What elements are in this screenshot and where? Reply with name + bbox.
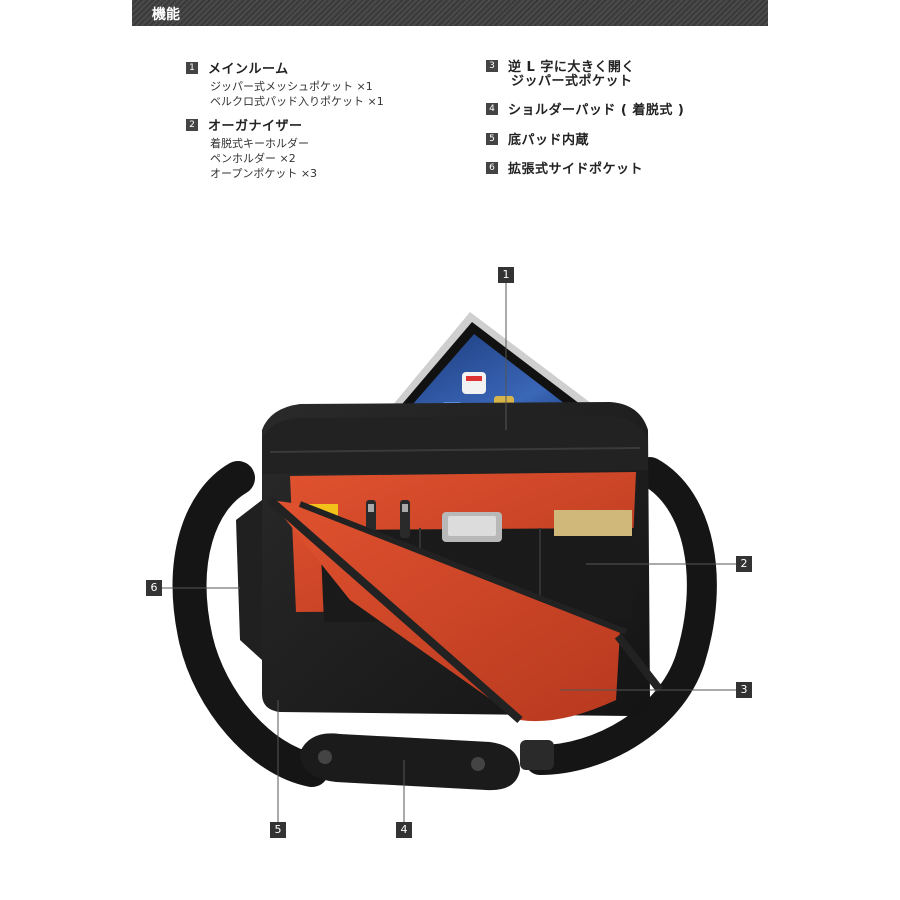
callout-lines	[160, 283, 736, 822]
feature-sub: オープンポケット ×3	[210, 167, 318, 180]
feature-title-line: ジッパー式ポケット	[511, 74, 633, 89]
callout-6: 6	[146, 580, 162, 596]
side-pocket	[236, 500, 262, 660]
feature-title: オーガナイザー	[208, 119, 303, 134]
feature-1: 1 メインルーム ジッパー式メッシュポケット ×1 ベルクロ式パッド入りポケット …	[186, 57, 384, 109]
feature-number: 4	[486, 102, 498, 115]
feature-6: 6 拡張式サイドポケット	[486, 157, 643, 177]
zip-pocket-flap	[270, 500, 620, 722]
callout-2: 2	[736, 556, 752, 572]
feature-sub: ジッパー式メッシュポケット ×1	[210, 80, 373, 93]
section-header-bar: 機能	[132, 0, 768, 26]
feature-title: ショルダーパッド ( 着脱式 )	[508, 103, 685, 118]
feature-4: 4 ショルダーパッド ( 着脱式 )	[486, 98, 684, 118]
feature-2: 2 オーガナイザー 着脱式キーホルダー ペンホルダー ×2 オープンポケット ×3	[186, 114, 317, 181]
feature-sub: ベルクロ式パッド入りポケット ×1	[210, 95, 384, 108]
shoulder-strap-right	[525, 457, 717, 775]
shoulder-strap	[172, 461, 329, 787]
callout-5: 5	[270, 822, 286, 838]
callout-4: 4	[396, 822, 412, 838]
feature-number: 2	[186, 118, 198, 131]
shoulder-pad	[300, 733, 520, 791]
feature-number: 1	[186, 61, 198, 74]
section-title: 機能	[152, 7, 180, 23]
feature-sub: 着脱式キーホルダー	[210, 137, 309, 150]
feature-3: 3 逆 L 字に大きく開く ジッパー式ポケット	[486, 55, 635, 88]
feature-number: 6	[486, 161, 498, 174]
feature-number: 5	[486, 132, 498, 145]
feature-number: 3	[486, 59, 498, 72]
feature-sub: ペンホルダー ×2	[210, 152, 296, 165]
callout-3: 3	[736, 682, 752, 698]
feature-title: メインルーム	[208, 62, 289, 77]
callout-1: 1	[498, 267, 514, 283]
feature-title: 底パッド内蔵	[508, 133, 590, 148]
feature-title: 拡張式サイドポケット	[508, 162, 644, 177]
feature-title-line: 逆 L 字に大きく開く	[508, 60, 635, 75]
feature-5: 5 底パッド内蔵	[486, 128, 589, 148]
